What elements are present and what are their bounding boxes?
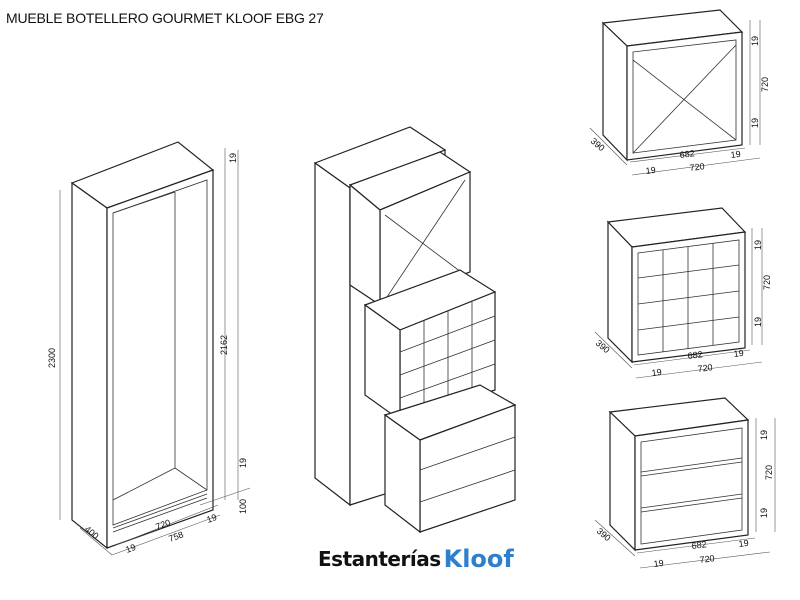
dim-depth: 390 [594,338,612,355]
dim-inner-width: 682 [679,148,695,160]
dim-side-right: 19 [738,538,749,549]
dim-width: 720 [689,161,705,173]
dim-top: 19 [228,153,238,163]
tall-cabinet-drawing [59,141,251,556]
logo-brand: Kloof [443,545,514,573]
dim-side-left: 19 [124,542,137,555]
dim-top: 19 [753,240,763,250]
logo-text: Estanterías [318,547,441,571]
dim-height: 2300 [47,348,57,368]
brand-logo: Estanterías Kloof [318,545,514,573]
dim-total-width: 758 [167,529,185,544]
dim-bottom: 19 [753,317,763,327]
dim-top: 19 [750,36,760,46]
dim-side-right: 19 [730,149,741,160]
dim-bottom: 19 [238,458,248,468]
dim-side-left: 19 [653,558,664,569]
dim-side-right: 19 [733,348,744,359]
x-module-drawing [589,9,761,176]
dim-plinth: 100 [238,499,248,514]
dim-height: 720 [760,77,770,92]
dim-bottom: 19 [750,118,760,128]
dim-side-left: 19 [645,165,656,176]
dim-inner-width: 682 [687,349,703,361]
dim-width: 720 [697,362,713,374]
grid-module-drawing [594,207,763,379]
dim-depth: 390 [589,136,607,153]
exploded-assembly-drawing [313,126,517,534]
dim-width: 720 [699,553,715,565]
dim-bottom: 19 [759,508,769,518]
dim-inner-width: 720 [154,517,172,532]
dim-height: 720 [764,465,774,480]
dim-inner-width: 682 [691,539,707,551]
shelf-module-drawing [594,397,776,569]
dim-height: 720 [762,275,772,290]
dim-side-left: 19 [651,367,662,378]
drawing-title: MUEBLE BOTELLERO GOURMET KLOOF EBG 27 [6,10,324,26]
dim-top: 19 [759,430,769,440]
dim-inner-height: 2162 [219,335,229,355]
dim-depth: 390 [595,526,613,543]
dim-side-right: 19 [205,512,218,525]
